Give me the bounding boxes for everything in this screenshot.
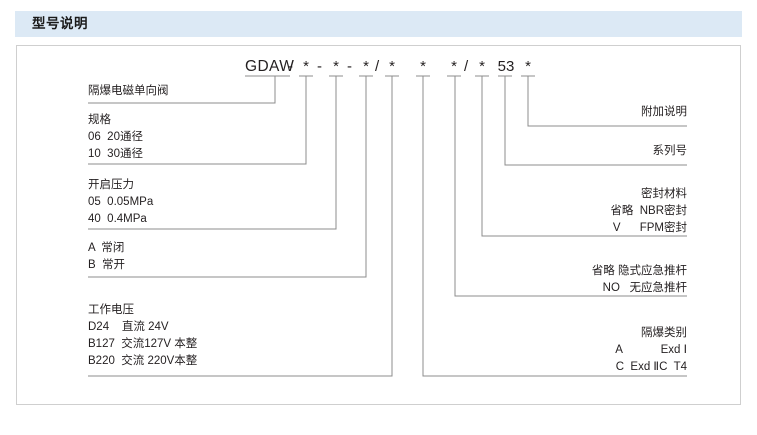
label-product-name-row-0: 隔爆电磁单向阀 xyxy=(88,85,169,97)
label-seal-material-row-1: 省略 NBR密封 xyxy=(610,205,687,217)
label-working-voltage-row-2: B127 交流127V 本整 xyxy=(88,338,198,350)
label-working-voltage-row-0: 工作电压 xyxy=(88,304,134,316)
code-token-slash-2: / xyxy=(464,58,469,75)
label-explosion-proof-class-row-2: C Exd ⅡC T4 xyxy=(615,361,687,373)
label-specification-row-2: 10 30通径 xyxy=(88,148,143,160)
label-explosion-proof-class: 隔爆类别 A Exd Ⅰ C Exd ⅡC T4 xyxy=(457,325,687,376)
label-valve-function-row-1: B 常开 xyxy=(88,259,126,271)
label-product-name: 隔爆电磁单向阀 xyxy=(88,83,169,100)
label-working-voltage: 工作电压 D24 直流 24V B127 交流127V 本整 B220 交流 2… xyxy=(88,302,197,370)
label-cracking-pressure: 开启压力 05 0.05MPa 40 0.4MPa xyxy=(88,177,153,228)
code-token-slash-1: / xyxy=(375,58,380,75)
label-emergency-push-rod-row-0: 省略 隐式应急推杆 xyxy=(591,265,687,277)
code-token-spec: * xyxy=(303,58,309,75)
code-token-dash-1: - xyxy=(288,58,293,75)
code-token-series: 53 xyxy=(497,58,515,75)
label-emergency-push-rod-row-1: NO 无应急推杆 xyxy=(602,282,687,294)
code-token-seal: * xyxy=(479,58,485,75)
code-token-prefix: GDAW xyxy=(245,58,295,75)
label-seal-material-row-2: V FPM密封 xyxy=(612,222,687,234)
code-token-pressure: * xyxy=(333,58,339,75)
label-seal-material-row-0: 密封材料 xyxy=(641,188,687,200)
page-title: 型号说明 xyxy=(32,16,88,31)
label-explosion-proof-class-row-0: 隔爆类别 xyxy=(641,327,687,339)
label-valve-function-row-0: A 常闭 xyxy=(88,242,125,254)
label-series-number: 系列号 xyxy=(487,143,688,160)
code-token-voltage: * xyxy=(389,58,395,75)
label-cracking-pressure-row-2: 40 0.4MPa xyxy=(88,213,147,225)
label-specification-row-1: 06 20通径 xyxy=(88,131,143,143)
label-cracking-pressure-row-1: 05 0.05MPa xyxy=(88,196,154,208)
label-specification-row-0: 规格 xyxy=(88,114,111,126)
code-token-dash-3: - xyxy=(347,58,352,75)
code-token-pushrod: * xyxy=(451,58,457,75)
label-additional-note-row-0: 附加说明 xyxy=(641,106,687,118)
model-code-line: GDAW - * - * - * / * * * / * 53 * xyxy=(0,56,757,78)
label-emergency-push-rod: 省略 隐式应急推杆 NO 无应急推杆 xyxy=(457,263,687,297)
label-working-voltage-row-1: D24 直流 24V xyxy=(88,321,169,333)
label-valve-function: A 常闭 B 常开 xyxy=(88,240,125,274)
code-token-note: * xyxy=(525,58,531,75)
label-working-voltage-row-3: B220 交流 220V本整 xyxy=(88,355,198,367)
code-token-class: * xyxy=(420,58,426,75)
label-additional-note: 附加说明 xyxy=(487,104,687,121)
label-seal-material: 密封材料 省略 NBR密封 V FPM密封 xyxy=(457,186,687,237)
section-header-bar xyxy=(15,11,742,37)
label-series-number-row-0: 系列号 xyxy=(652,145,688,157)
label-explosion-proof-class-row-1: A Exd Ⅰ xyxy=(615,344,687,356)
code-token-dash-2: - xyxy=(317,58,322,75)
code-token-function: * xyxy=(363,58,369,75)
label-specification: 规格 06 20通径 10 30通径 xyxy=(88,112,143,163)
label-cracking-pressure-row-0: 开启压力 xyxy=(88,179,134,191)
